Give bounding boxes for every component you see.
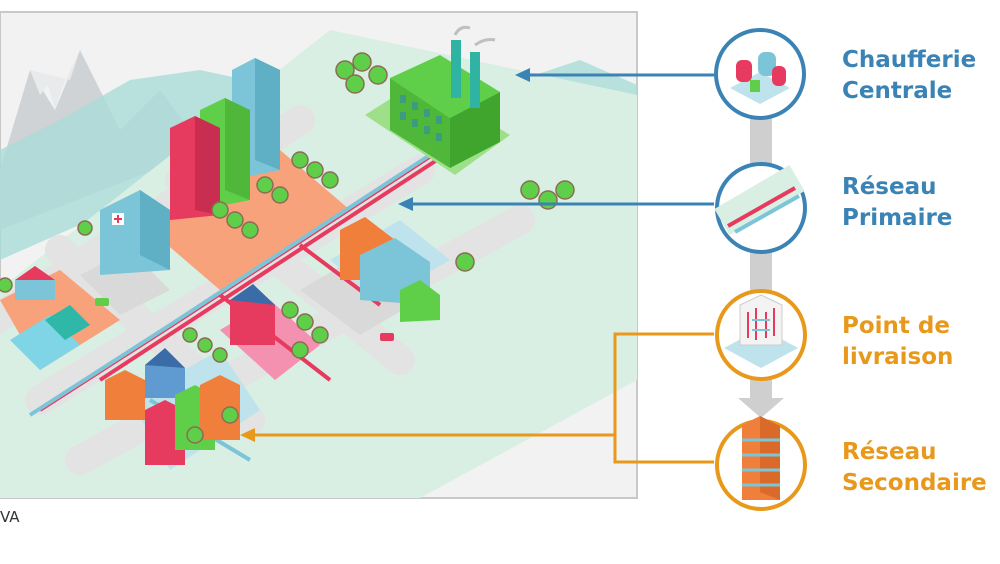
hospital-building <box>100 190 170 275</box>
step-circle-primaire <box>714 162 807 254</box>
source-caption: VA <box>0 508 20 526</box>
label-line: Secondaire <box>842 470 987 496</box>
label-reseau-primaire: Réseau Primaire <box>842 172 952 234</box>
step-circle-secondaire <box>715 416 807 511</box>
car <box>380 333 394 341</box>
step-circle-livraison <box>715 289 807 381</box>
label-point-de-livraison: Point de livraison <box>842 311 953 373</box>
central-heating-plant <box>365 25 510 175</box>
house-pink <box>230 284 275 345</box>
shops-buildings <box>340 217 440 322</box>
high-rise-buildings <box>170 58 280 220</box>
chimney <box>470 52 480 108</box>
label-line: Centrale <box>842 78 953 104</box>
label-line: Réseau <box>842 174 937 200</box>
pool-house <box>15 266 55 300</box>
car <box>95 298 109 306</box>
residential-towers <box>105 370 240 465</box>
connector-arrows <box>240 68 714 464</box>
step-circle-chaufferie <box>714 28 806 120</box>
label-reseau-secondaire: Réseau Secondaire <box>842 437 987 499</box>
chimney <box>451 40 461 98</box>
label-chaufferie-centrale: Chaufferie Centrale <box>842 45 976 107</box>
label-line: livraison <box>842 344 954 370</box>
label-line: Chaufferie <box>842 47 977 73</box>
city-panel <box>0 11 638 499</box>
label-line: Point de <box>842 313 950 339</box>
label-line: Réseau <box>842 439 937 465</box>
trees <box>0 52 575 444</box>
house-blue <box>145 348 185 398</box>
label-line: Primaire <box>842 205 953 231</box>
